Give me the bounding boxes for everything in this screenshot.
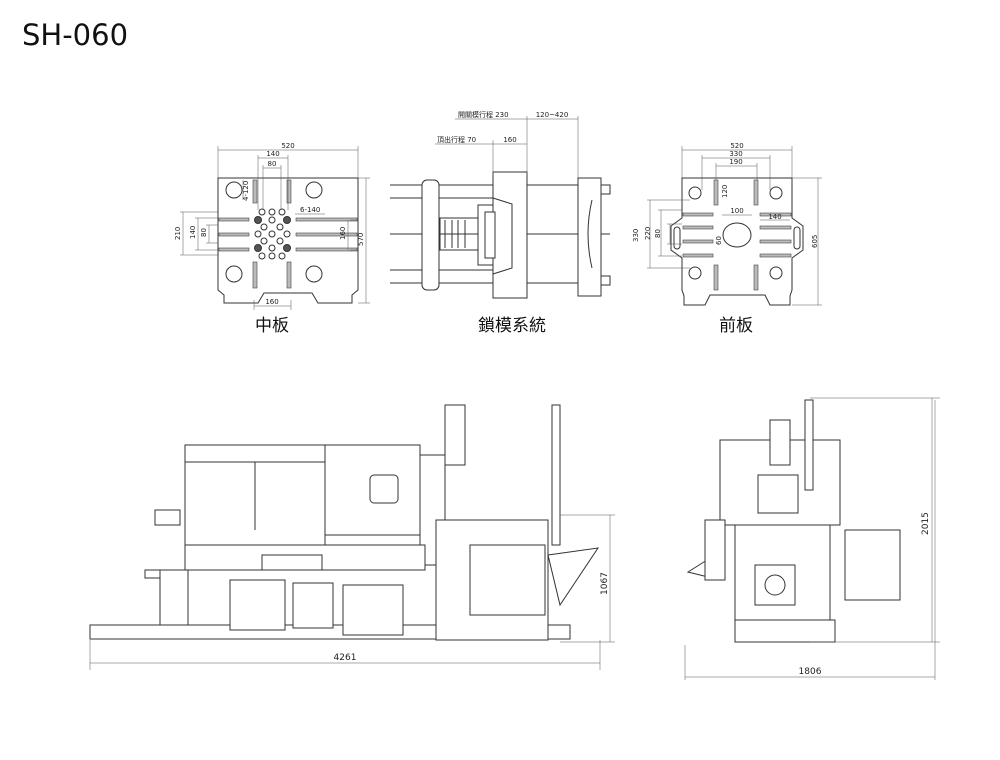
dim-h220: 220: [644, 227, 652, 240]
clamping-system-caption: 鎖模系統: [478, 316, 546, 336]
dim-range: 120~420: [536, 111, 569, 119]
dim-width: 1806: [799, 667, 822, 677]
dim-h140: 140: [189, 226, 197, 239]
dim-holes: 4-120: [242, 181, 250, 201]
dim-length: 4261: [334, 653, 357, 663]
dim-140: 140: [768, 213, 781, 221]
middle-plate-drawing: 520 140 80 4-120 6-140 210 140 80 160 57…: [174, 142, 370, 336]
dim-height: 2015: [921, 512, 931, 535]
dim-h80: 80: [200, 228, 208, 237]
dim-190: 190: [729, 158, 742, 166]
dim-slots: 6-140: [300, 206, 320, 214]
dim-width: 520: [281, 142, 294, 150]
dim-height: 1067: [600, 572, 610, 595]
dim-60: 60: [715, 236, 723, 245]
dim-330: 330: [729, 150, 742, 158]
dim-120: 120: [721, 185, 729, 198]
dim-h330: 330: [632, 229, 640, 242]
front-plate-caption: 前板: [719, 316, 753, 336]
dim-h210: 210: [174, 227, 182, 240]
model-title: SH-060: [22, 18, 129, 52]
dim-height: 605: [811, 235, 819, 248]
clamping-system-drawing: 開關模行程 230 120~420 頂出行程 70 160 鎖模系統: [390, 110, 611, 336]
dim-140: 140: [266, 150, 279, 158]
dim-eject-stroke: 頂出行程 70: [437, 135, 476, 144]
dim-width: 520: [730, 142, 743, 150]
dim-bottom160: 160: [265, 298, 278, 306]
front-plate-drawing: 520 330 190 120 100 140 330 220 80 60 60…: [632, 142, 822, 336]
dim-height: 570: [357, 233, 365, 246]
middle-plate-caption: 中板: [255, 316, 289, 336]
dim-h160: 160: [339, 227, 347, 240]
dim-h80: 80: [654, 229, 662, 238]
dim-100: 100: [730, 207, 743, 215]
dim-open-stroke: 開關模行程 230: [458, 110, 509, 119]
side-view-drawing: 4261 1067: [89, 404, 615, 670]
end-view-drawing: 1806 2015: [684, 397, 940, 680]
dim-80: 80: [268, 160, 277, 168]
dim-160: 160: [503, 136, 516, 144]
